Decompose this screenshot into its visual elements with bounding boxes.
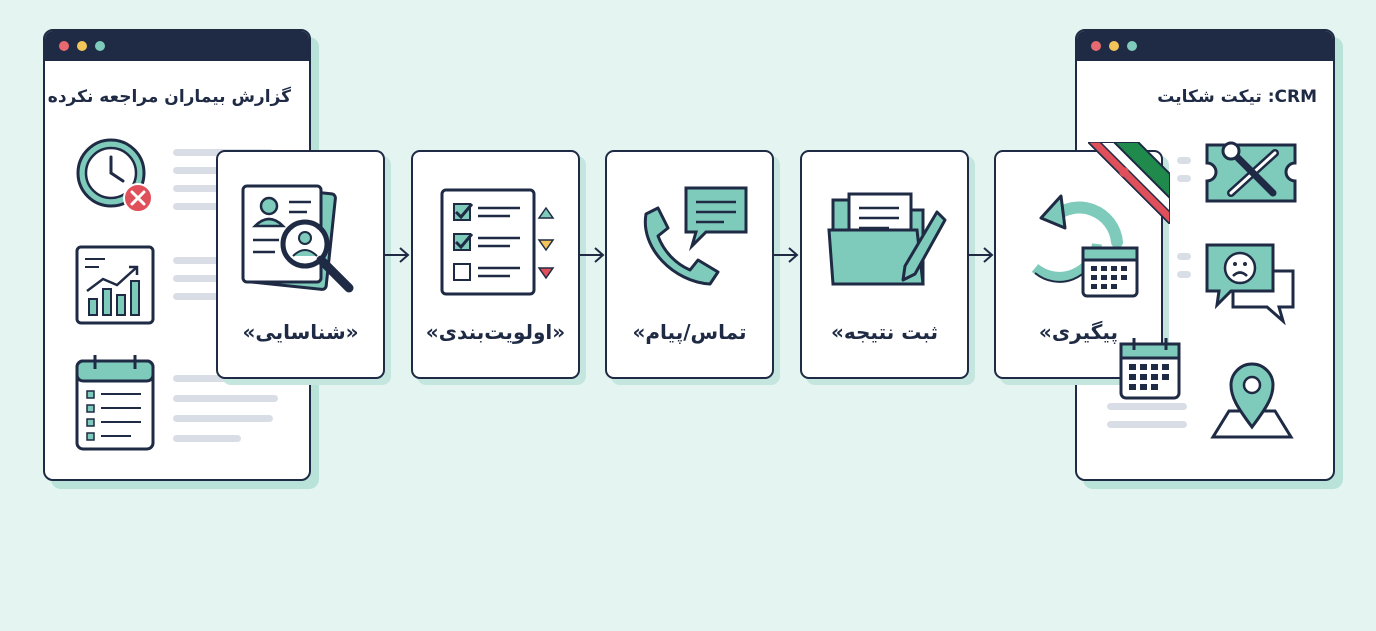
step-card-prioritization[interactable]: «اولویت‌بندی» <box>411 150 580 379</box>
step-card-record-result[interactable]: ثبت نتیجه» <box>800 150 969 379</box>
step-card-identification[interactable]: «شناسایی» <box>216 150 385 379</box>
step-label: «شناسایی» <box>242 320 359 344</box>
maximize-dot[interactable] <box>1127 41 1137 51</box>
calendar-icon <box>1119 338 1181 400</box>
text-line <box>1177 253 1191 260</box>
text-line <box>1177 157 1191 164</box>
patient-search-icon <box>241 184 354 293</box>
flag-ribbon-icon <box>1088 142 1170 224</box>
step-label: «اولویت‌بندی» <box>425 320 566 344</box>
text-line <box>173 435 241 442</box>
minimize-dot[interactable] <box>1109 41 1119 51</box>
step-card-contact[interactable]: تماس/پیام» <box>605 150 774 379</box>
complaint-chat-icon <box>1205 243 1295 325</box>
close-dot[interactable] <box>1091 41 1101 51</box>
arrow-right-icon <box>773 247 799 263</box>
close-dot[interactable] <box>59 41 69 51</box>
calendar-list-icon <box>75 355 155 451</box>
minimize-dot[interactable] <box>77 41 87 51</box>
text-line <box>173 415 273 422</box>
text-line <box>1107 421 1187 428</box>
chart-icon <box>75 245 155 325</box>
text-line <box>173 395 278 402</box>
phone-message-icon <box>643 186 748 286</box>
step-label: تماس/پیام» <box>632 320 747 344</box>
maximize-dot[interactable] <box>95 41 105 51</box>
folder-record-icon <box>827 192 947 286</box>
arrow-right-icon <box>384 247 410 263</box>
step-label: پیگیری» <box>1038 320 1119 344</box>
map-pin-icon <box>1210 362 1294 439</box>
report-title: گزارش بیماران مراجعه نکرده <box>47 87 291 107</box>
text-line <box>173 185 243 192</box>
arrow-right-icon <box>968 247 994 263</box>
crm-title: CRM: تیکت شکایت <box>1157 87 1317 107</box>
priority-checklist-icon <box>440 188 555 296</box>
text-line <box>173 203 253 210</box>
clock-missed-icon <box>76 138 153 213</box>
window-titlebar <box>45 31 309 61</box>
arrow-right-icon <box>579 247 605 263</box>
text-line <box>1107 403 1187 410</box>
text-line <box>1177 271 1191 278</box>
ticket-tools-icon <box>1205 141 1297 203</box>
text-line <box>173 275 243 282</box>
step-label: ثبت نتیجه» <box>830 320 939 344</box>
text-line <box>1177 175 1191 182</box>
follow-up-icon <box>1031 194 1139 298</box>
window-titlebar <box>1077 31 1333 61</box>
